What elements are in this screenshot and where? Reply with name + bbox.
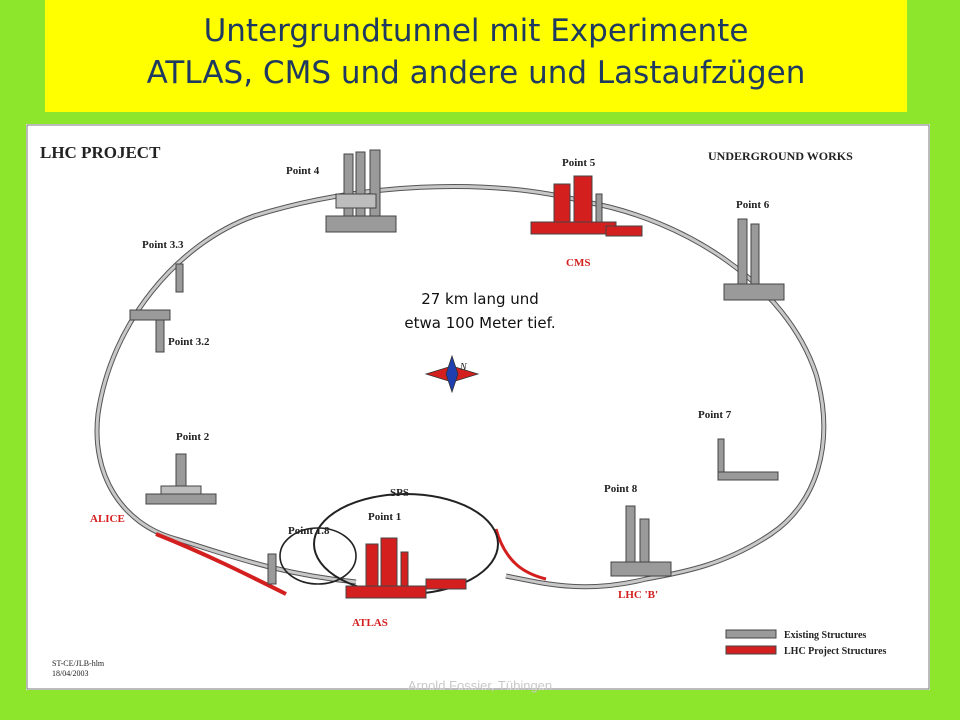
compass-north-label: N [459, 362, 468, 373]
point-1-structures [267, 537, 467, 599]
legend: Existing Structures LHC Project Structur… [725, 629, 886, 657]
reference-line-2: 18/04/2003 [52, 669, 88, 678]
point-1-8-ellipse [279, 527, 357, 585]
compass-icon: N [424, 354, 480, 394]
legend-lhc-swatch [725, 645, 777, 655]
label-point-6: Point 6 [736, 199, 770, 211]
label-sps: SPS [390, 487, 409, 499]
lhc-underground-diagram: LHC PROJECT UNDERGROUND WORKS [26, 124, 930, 690]
center-note: 27 km lang und etwa 100 Meter tief. [0, 287, 960, 335]
title-line-1: Untergrundtunnel mit Experimente [203, 13, 749, 49]
diagram-header-right: UNDERGROUND WORKS [708, 149, 853, 163]
center-note-line-2: etwa 100 Meter tief. [404, 314, 556, 332]
point-5-structures [530, 175, 643, 237]
point-3-structures [129, 263, 184, 353]
transfer-tunnels [155, 528, 547, 596]
label-point-2: Point 2 [176, 431, 210, 443]
label-point-4: Point 4 [286, 165, 320, 177]
label-point-7: Point 7 [698, 409, 732, 421]
legend-existing-swatch [725, 629, 777, 639]
diagram-frame [26, 124, 930, 690]
point-7-structures [717, 438, 779, 481]
center-note-line-1: 27 km lang und [421, 290, 539, 308]
label-point-8: Point 8 [604, 483, 638, 495]
label-point-1: Point 1 [368, 511, 401, 523]
reference-line-1: ST-CE/JLB-hlm [52, 659, 105, 668]
diagram-header-left: LHC PROJECT [40, 143, 161, 162]
label-point-5: Point 5 [562, 157, 596, 169]
label-point-3-3: Point 3.3 [142, 239, 184, 251]
label-lhcb: LHC 'B' [618, 589, 658, 601]
label-cms: CMS [566, 257, 590, 269]
label-point-1-8: Point 1.8 [288, 525, 330, 537]
legend-lhc-label: LHC Project Structures [784, 646, 886, 657]
label-point-3-2: Point 3.2 [168, 336, 210, 348]
slide-title: Untergrundtunnel mit Experimente ATLAS, … [45, 0, 907, 112]
label-atlas: ATLAS [352, 617, 388, 629]
footer-credit: Arnold Fossier, Tübingen [407, 678, 553, 693]
legend-existing-label: Existing Structures [784, 630, 866, 641]
point-8-structures [610, 505, 672, 577]
title-line-2: ATLAS, CMS und andere und Lastaufzügen [146, 55, 806, 91]
label-alice: ALICE [90, 513, 125, 525]
point-2-structures [145, 453, 217, 505]
lhc-ring [94, 183, 827, 590]
point-6-structures [723, 218, 785, 301]
point-4-structures [325, 149, 397, 233]
